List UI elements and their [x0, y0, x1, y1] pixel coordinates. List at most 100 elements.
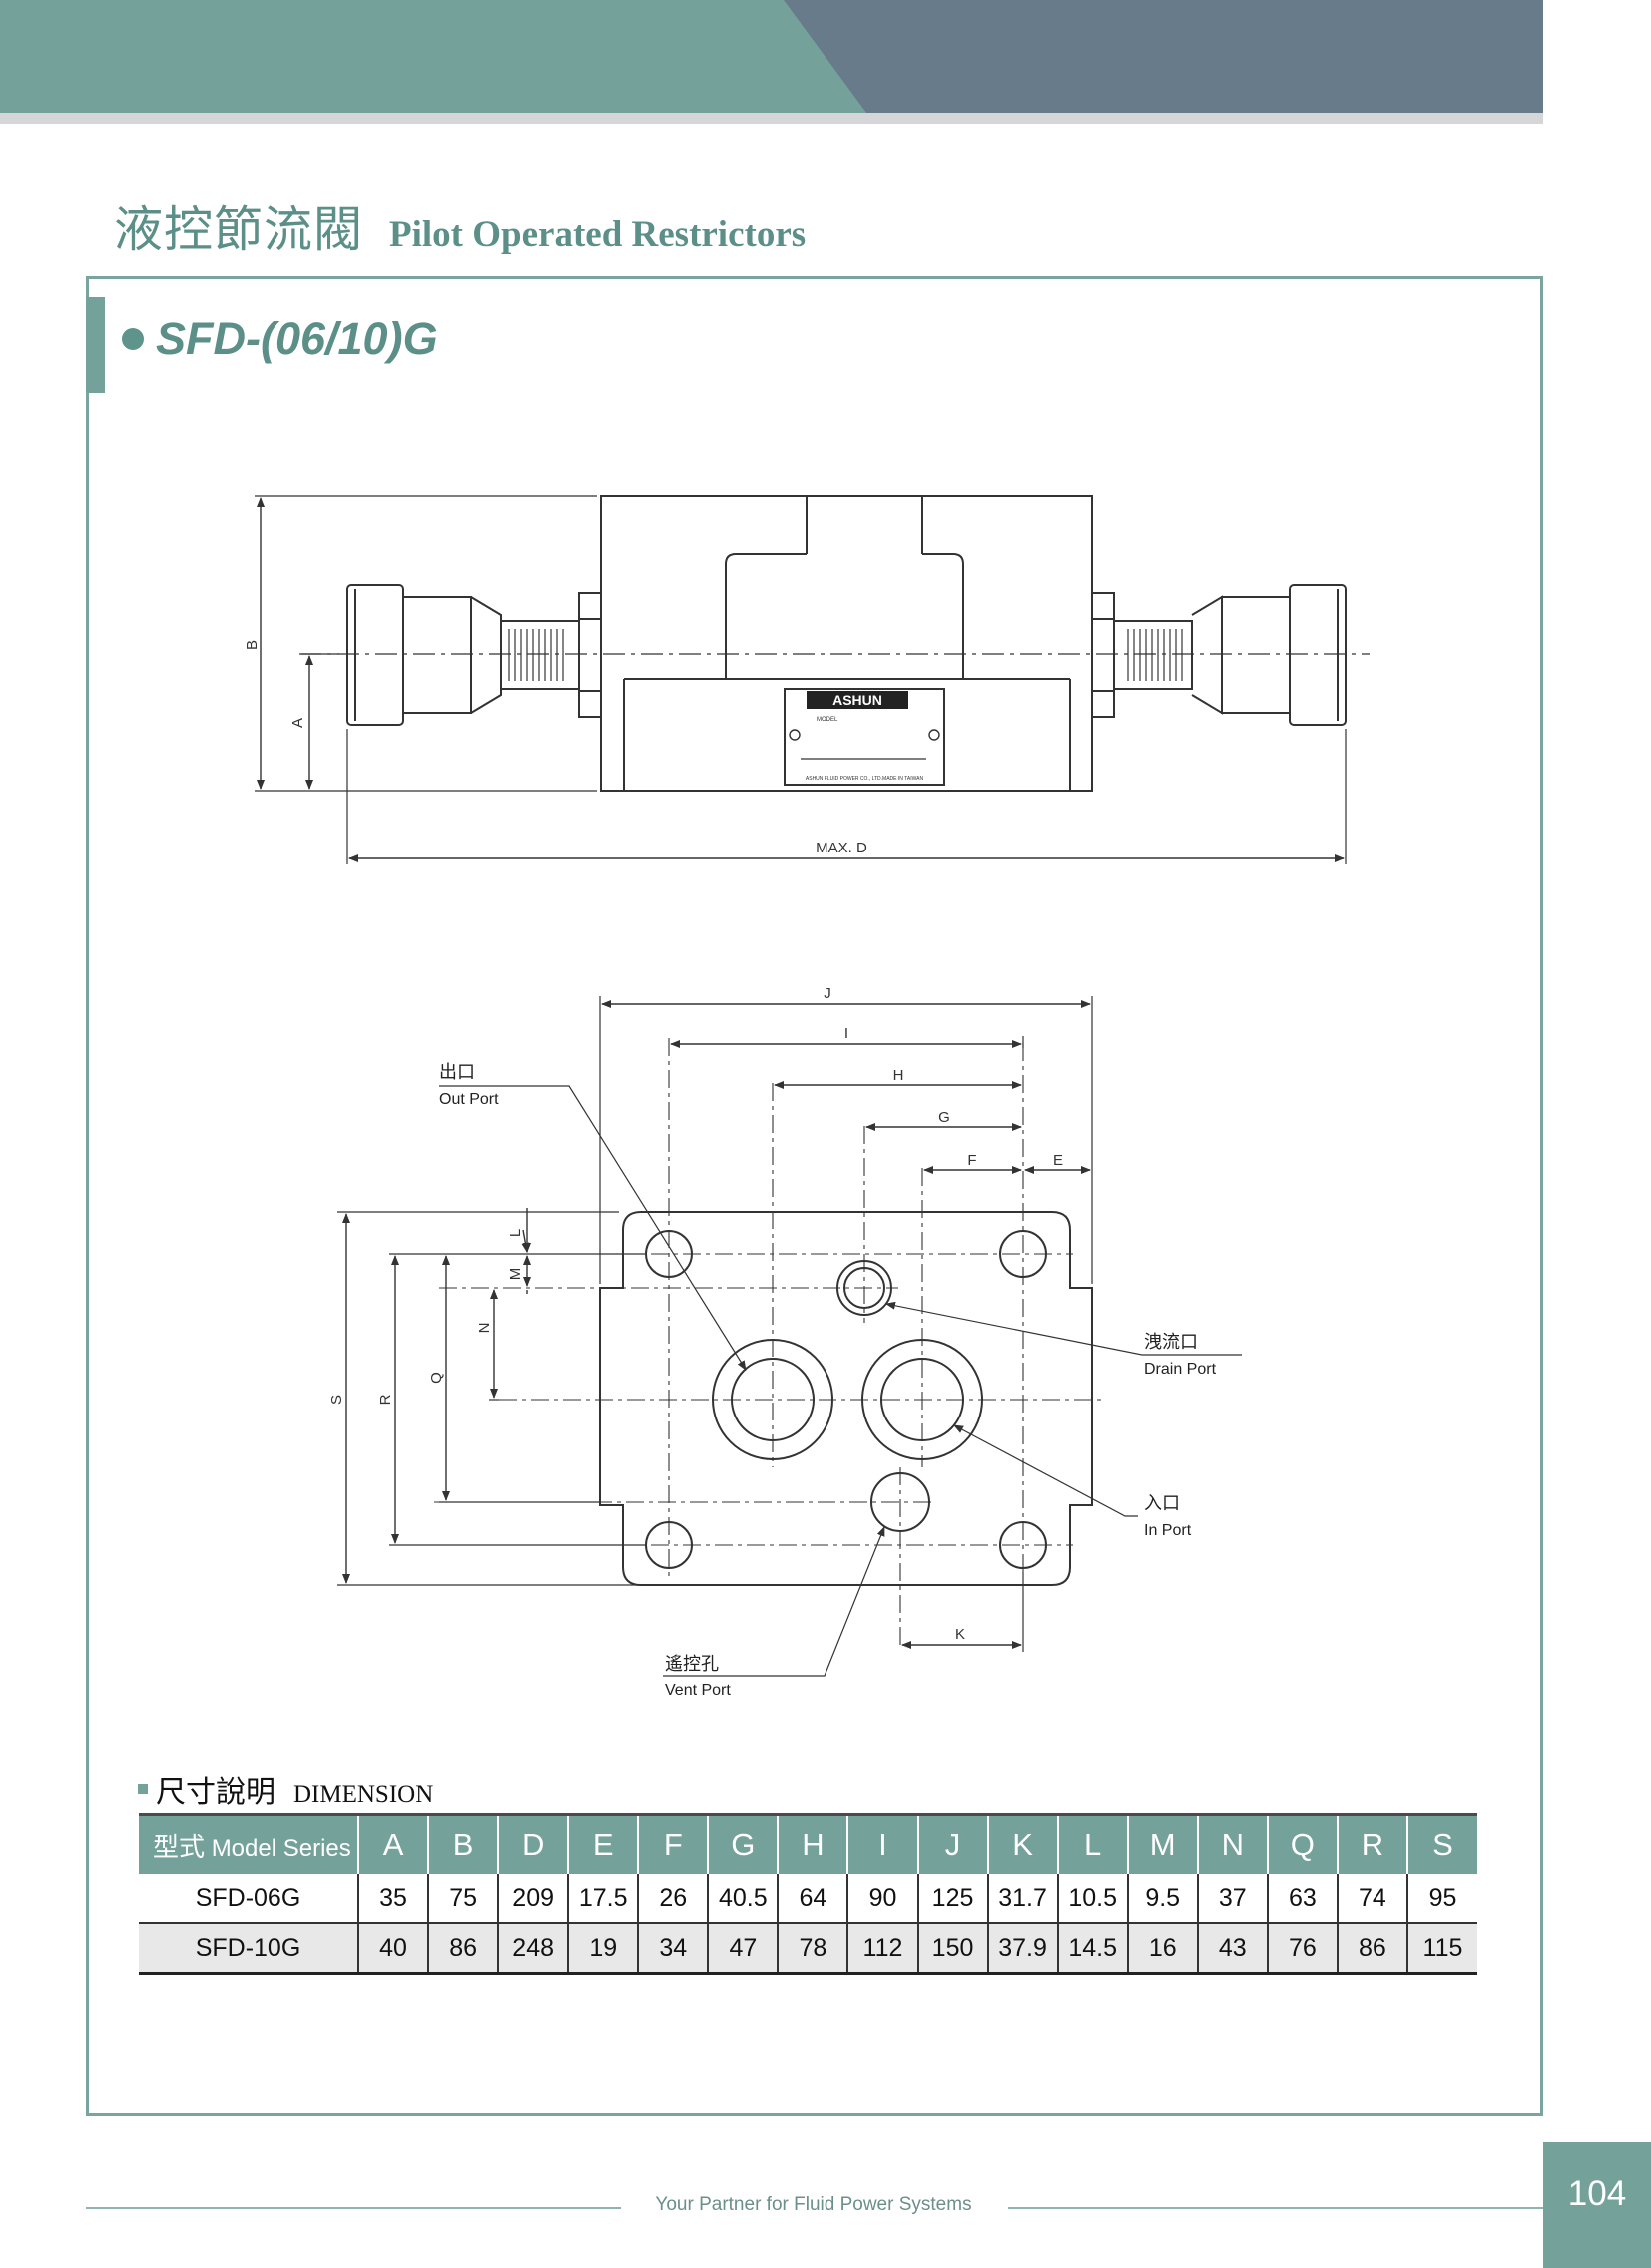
content-frame [86, 276, 1543, 2116]
out-port-label-en: Out Port [439, 1091, 499, 1108]
table-cell: 19 [567, 1923, 639, 1975]
column-header: N [1196, 1813, 1268, 1874]
table-cell: 112 [846, 1923, 918, 1975]
model-heading: SFD-(06/10)G [122, 313, 438, 365]
dim-label-m: M [507, 1268, 524, 1281]
table-cell: 9.5 [1126, 1874, 1198, 1924]
heading-title-cn: 液控節流閥 [114, 201, 364, 258]
table-cell: 95 [1405, 1874, 1477, 1924]
dim-label-s: S [328, 1395, 345, 1405]
in-port-label-cn: 入口 [1144, 1493, 1180, 1513]
table-cell: 37.9 [986, 1923, 1058, 1975]
nameplate-company: ASHUN FLUID POWER CO., LTD.MADE IN TAIWA… [806, 776, 924, 782]
dim-label-a: A [289, 718, 306, 728]
dim-label-n: N [476, 1323, 493, 1334]
header-banner-accent [0, 0, 866, 113]
heading-title-en: Pilot Operated Restrictors [389, 214, 807, 255]
vent-port-label-en: Vent Port [665, 1682, 731, 1699]
table-cell: 115 [1405, 1923, 1477, 1975]
dim-label-g: G [938, 1109, 950, 1126]
table-cell: 16 [1126, 1923, 1198, 1975]
valve-body [600, 495, 1093, 792]
row-model: SFD-06G [139, 1874, 358, 1924]
column-header: M [1126, 1813, 1198, 1874]
table-cell: 125 [916, 1874, 988, 1924]
section-tab [86, 297, 105, 393]
dim-label-l: L [507, 1229, 524, 1237]
dimension-heading: 尺寸說明 DIMENSION [138, 1767, 433, 1811]
dimension-table: 型式 Model Series A B D E F G H I J K L M … [139, 1813, 1477, 1975]
dim-label-e: E [1053, 1152, 1063, 1169]
table-cell: 150 [916, 1923, 988, 1975]
dim-label-f: F [967, 1152, 976, 1169]
column-header: S [1405, 1813, 1477, 1874]
header-model-en: Model Series [211, 1834, 351, 1862]
table-cell: 26 [637, 1874, 709, 1924]
dimension-title-en: DIMENSION [293, 1781, 434, 1808]
vent-port-label-cn: 遙控孔 [665, 1654, 719, 1674]
table-cell: 248 [497, 1923, 569, 1975]
column-header: Q [1266, 1813, 1338, 1874]
dim-label-d: MAX. D [816, 840, 867, 856]
dim-label-k: K [955, 1626, 965, 1643]
table-cell: 209 [497, 1874, 569, 1924]
right-adjuster [1091, 584, 1347, 726]
thread-right [1127, 629, 1183, 681]
in-port-label-en: In Port [1144, 1522, 1192, 1539]
column-header: G [707, 1813, 779, 1874]
nameplate-model-label: MODEL [817, 717, 838, 723]
table-row: SFD-06G 35 75 209 17.5 26 40.5 64 90 125… [139, 1874, 1477, 1924]
table-cell: 86 [427, 1923, 499, 1975]
column-header: B [427, 1813, 499, 1874]
row-model: SFD-10G [139, 1923, 358, 1975]
footer-rule-left [86, 2207, 621, 2209]
header-rule [0, 113, 1543, 124]
table-cell: 74 [1336, 1874, 1407, 1924]
dim-label-b: B [244, 640, 261, 650]
side-view: ASHUN MODEL ASHUN FLUID POWER CO., LTD.M… [244, 495, 1370, 864]
column-header: H [777, 1813, 848, 1874]
column-header: I [846, 1813, 918, 1874]
port-view: J I H G F E S R Q N L M [328, 985, 1242, 1699]
table-header-row: 型式 Model Series A B D E F G H I J K L M … [139, 1813, 1477, 1874]
table-cell: 64 [777, 1874, 848, 1924]
table-cell: 78 [777, 1923, 848, 1975]
mounting-plate [599, 1211, 1093, 1586]
drain-port-label-en: Drain Port [1144, 1361, 1217, 1378]
table-row: SFD-10G 40 86 248 19 34 47 78 112 150 37… [139, 1923, 1477, 1975]
table-cell: 37 [1196, 1874, 1268, 1924]
table-cell: 40 [356, 1923, 429, 1975]
table-cell: 75 [427, 1874, 499, 1924]
column-header: L [1056, 1813, 1128, 1874]
column-header: D [497, 1813, 569, 1874]
table-cell: 63 [1266, 1874, 1338, 1924]
centrelines [434, 1038, 1103, 1647]
table-cell: 90 [846, 1874, 918, 1924]
drain-port-label-cn: 洩流口 [1144, 1332, 1198, 1352]
page-number: 104 [1543, 2142, 1651, 2268]
thread-left [508, 629, 564, 681]
table-cell: 86 [1336, 1923, 1407, 1975]
square-bullet-icon [138, 1784, 148, 1794]
column-header: R [1336, 1813, 1407, 1874]
table-cell: 17.5 [567, 1874, 639, 1924]
header-model-cn: 型式 [153, 1832, 206, 1863]
dimension-title-cn: 尺寸說明 [156, 1775, 275, 1810]
table-cell: 35 [356, 1874, 429, 1924]
dim-label-i: I [844, 1025, 848, 1042]
table-cell: 10.5 [1056, 1874, 1128, 1924]
table-cell: 40.5 [707, 1874, 779, 1924]
dim-label-j: J [824, 985, 831, 1002]
bullet-icon [122, 328, 144, 350]
table-cell: 76 [1266, 1923, 1338, 1975]
model-title: SFD-(06/10)G [156, 313, 438, 364]
dim-label-q: Q [428, 1372, 445, 1384]
column-header: E [567, 1813, 639, 1874]
out-port-label-cn: 出口 [439, 1062, 475, 1082]
column-header: K [986, 1813, 1058, 1874]
table-cell: 31.7 [986, 1874, 1058, 1924]
column-header: J [916, 1813, 988, 1874]
footer-tagline: Your Partner for Fluid Power Systems [655, 2194, 972, 2215]
footer-rule-right [1008, 2207, 1543, 2209]
